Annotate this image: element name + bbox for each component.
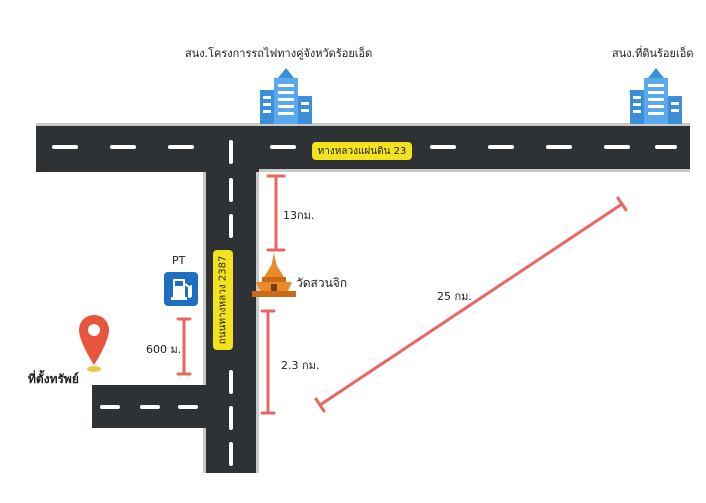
- measure-25km: [318, 202, 624, 407]
- gas-station-label: PT: [172, 254, 186, 267]
- lane-dash: [100, 405, 120, 409]
- lane-dash: [229, 406, 233, 430]
- lane-dash: [270, 145, 296, 149]
- lane-dash: [168, 145, 194, 149]
- local-road-curb-right: [256, 172, 259, 473]
- lane-dash: [110, 145, 136, 149]
- lane-dash: [655, 145, 677, 149]
- office-left-label: สนง.โครงการรถไฟทางคู่จังหวัดร้อยเอ็ด: [185, 47, 373, 60]
- measure-25km-cap-b: [616, 196, 628, 212]
- property-label: ที่ตั้งทรัพย์: [28, 372, 79, 386]
- local-road-label: ถนนทางหลวง 2387: [213, 250, 233, 350]
- local-road-curb-left: [203, 172, 206, 385]
- measure-25km-cap-a: [314, 397, 326, 413]
- lane-dash: [229, 370, 233, 394]
- building-icon: [628, 66, 684, 124]
- distance-13km-label: 13กม.: [283, 209, 315, 222]
- lane-dash: [52, 145, 78, 149]
- lane-dash: [430, 145, 456, 149]
- local-road-curb-left-lower: [203, 428, 206, 473]
- lane-dash: [178, 405, 198, 409]
- lane-dash: [140, 405, 160, 409]
- office-right-label: สนง.ที่ดินร้อยเอ็ด: [612, 47, 694, 60]
- lane-dash: [229, 178, 233, 202]
- lane-dash: [488, 145, 514, 149]
- location-pin-icon: [77, 313, 111, 373]
- lane-dash: [604, 145, 630, 149]
- highway-curb-top: [36, 123, 690, 126]
- lane-dash: [546, 145, 572, 149]
- temple-label: วัดสวนจิก: [296, 276, 348, 290]
- temple-icon: [250, 253, 298, 299]
- distance-23km-label: 2.3 กม.: [281, 359, 320, 372]
- gas-station-icon: [164, 272, 198, 306]
- highway-curb-bottom-right: [259, 169, 690, 172]
- highway-label: ทางหลวงแผ่นดิน 23: [312, 142, 412, 160]
- distance-25km-label: 25 กม.: [437, 290, 472, 303]
- building-icon: [258, 66, 314, 124]
- lane-dash: [229, 442, 233, 466]
- lane-dash: [229, 214, 233, 238]
- lane-dash: [229, 140, 233, 164]
- distance-600m-label: 600 ม.: [146, 343, 182, 356]
